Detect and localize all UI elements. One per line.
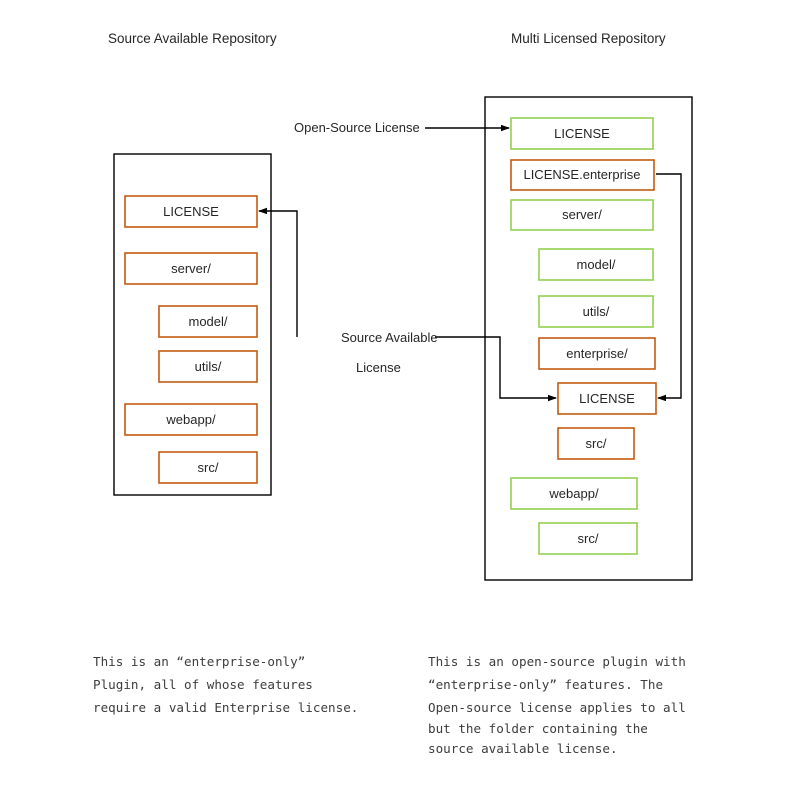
file-node-rect (158, 305, 258, 338)
file-node-license-enterprise[interactable]: LICENSE.enterprise (510, 159, 655, 191)
file-node-label: utils/ (583, 304, 610, 319)
file-node-rect (510, 117, 654, 150)
caption-source-available-repository: This is an “enterprise-only” Plugin, all… (93, 654, 359, 715)
file-node-label: server/ (562, 207, 602, 222)
file-node-rect (124, 195, 258, 228)
file-node-license-enterprise-folder[interactable]: LICENSE (557, 382, 657, 415)
file-node-license-left[interactable]: LICENSE (124, 195, 258, 228)
file-node-webapp-right[interactable]: webapp/ (510, 477, 638, 510)
connector-license-enterprise-to-enterprise-license (656, 173, 682, 402)
file-node-utils-left[interactable]: utils/ (158, 350, 258, 383)
file-node-label: LICENSE.enterprise (523, 167, 640, 182)
file-node-rect (510, 199, 654, 231)
file-node-rect (158, 350, 258, 383)
file-node-rect (538, 295, 654, 328)
file-node-rect (124, 403, 258, 436)
file-node-rect (557, 382, 657, 415)
file-node-label: server/ (171, 261, 211, 276)
edge-labels-layer: Open-Source License Source Available Lic… (294, 120, 438, 375)
file-node-rect (124, 252, 258, 285)
file-node-rect (538, 248, 654, 281)
edge-label-open-source-license: Open-Source License (294, 120, 420, 135)
file-node-label: src/ (586, 436, 607, 451)
file-node-label: LICENSE (579, 391, 635, 406)
file-node-label: webapp/ (548, 486, 599, 501)
file-node-rect (510, 477, 638, 510)
file-node-rect (538, 337, 656, 370)
file-node-model-left[interactable]: model/ (158, 305, 258, 338)
edge-label-source-available-line1: Source Available (341, 330, 438, 345)
file-node-enterprise-right[interactable]: enterprise/ (538, 337, 656, 370)
file-node-rect (510, 159, 655, 191)
file-node-license-right[interactable]: LICENSE (510, 117, 654, 150)
file-node-rect (158, 451, 258, 484)
file-node-label: enterprise/ (566, 346, 628, 361)
panel-multi-licensed-repository: Multi Licensed Repository LICENSE LICENS… (484, 31, 693, 581)
file-node-src-webapp-right[interactable]: src/ (538, 522, 638, 555)
file-node-label: LICENSE (554, 126, 610, 141)
file-node-label: utils/ (195, 359, 222, 374)
file-node-server-right[interactable]: server/ (510, 199, 654, 231)
file-node-rect (557, 427, 635, 460)
edge-label-source-available-line2: License (356, 360, 401, 375)
file-node-label: src/ (578, 531, 599, 546)
file-node-label: webapp/ (165, 412, 216, 427)
file-node-src-left[interactable]: src/ (158, 451, 258, 484)
file-node-rect (538, 522, 638, 555)
file-node-utils-right[interactable]: utils/ (538, 295, 654, 328)
file-node-label: model/ (188, 314, 227, 329)
file-node-src-enterprise-right[interactable]: src/ (557, 427, 635, 460)
caption-multi-licensed-repository: This is an open-source plugin with “ente… (428, 650, 686, 759)
file-node-model-right[interactable]: model/ (538, 248, 654, 281)
file-node-webapp-left[interactable]: webapp/ (124, 403, 258, 436)
connector-source-available-to-left-license (258, 207, 298, 337)
connector-source-available-to-right-license (435, 336, 557, 402)
file-node-label: src/ (198, 460, 219, 475)
panel-title-multi-licensed-repository: Multi Licensed Repository (511, 31, 666, 46)
file-node-label: model/ (576, 257, 615, 272)
caption-right-head: This is an open-source plugin with “ente… (428, 654, 686, 715)
panel-title-source-available-repository: Source Available Repository (108, 31, 277, 46)
file-node-server-left[interactable]: server/ (124, 252, 258, 285)
caption-right-tail: but the folder containing the source ava… (428, 721, 648, 756)
file-node-label: LICENSE (163, 204, 219, 219)
panel-source-available-repository: Source Available Repository LICENSE serv… (108, 31, 277, 496)
connectors-layer (258, 124, 682, 402)
